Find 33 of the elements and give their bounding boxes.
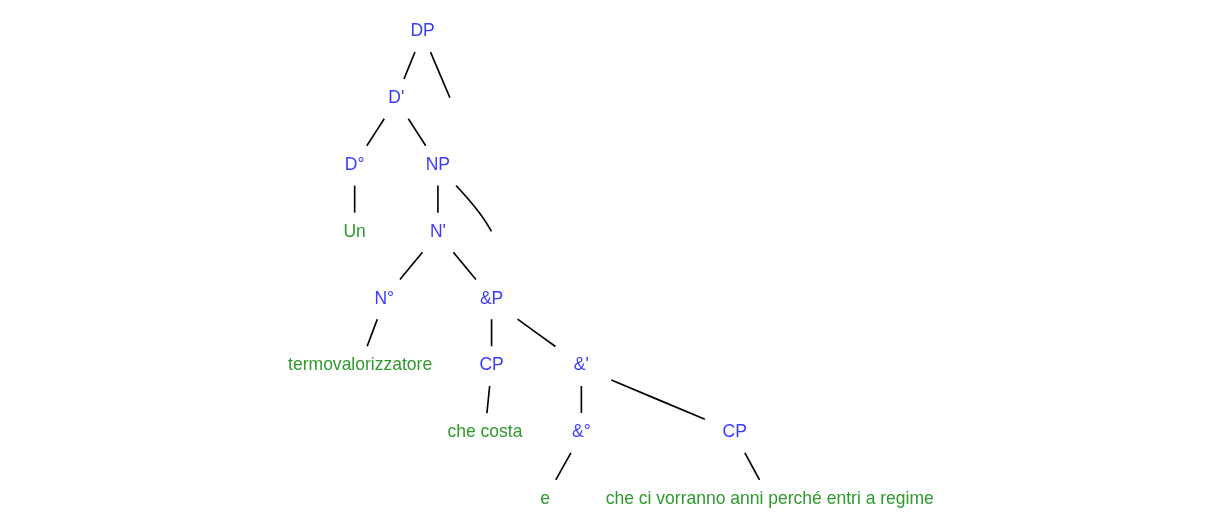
connector (398, 251, 423, 281)
connector (365, 318, 378, 348)
connector (452, 251, 477, 281)
node-text: N° (373, 287, 394, 308)
node-text: &° (571, 421, 591, 442)
connector (353, 184, 355, 214)
node-text: DP (409, 20, 435, 41)
connector (454, 184, 492, 233)
node-text: N' (429, 220, 446, 241)
connector (516, 318, 556, 348)
node-text: che ci vorranno anni perché entri a regime (605, 488, 934, 508)
connector (610, 379, 706, 421)
connector (485, 385, 490, 414)
connector (580, 385, 582, 414)
node-text: CP (722, 421, 747, 442)
connector (365, 117, 385, 147)
connector (402, 51, 416, 80)
node-text: D° (344, 153, 364, 174)
node-text: e (539, 488, 550, 508)
connector (490, 318, 492, 348)
node-text: che costa (447, 421, 522, 442)
node-text: CP (478, 354, 504, 375)
node-text: Un (342, 220, 366, 241)
node-text: D' (387, 87, 404, 108)
connector (407, 117, 427, 147)
node-text: &P (479, 287, 503, 308)
node-text: NP (425, 153, 450, 174)
connector (554, 452, 572, 481)
connector (429, 51, 451, 99)
node-text: termovalorizzatore (287, 354, 432, 375)
node-text: &' (573, 354, 589, 375)
connector (436, 184, 439, 214)
connector (743, 452, 760, 481)
